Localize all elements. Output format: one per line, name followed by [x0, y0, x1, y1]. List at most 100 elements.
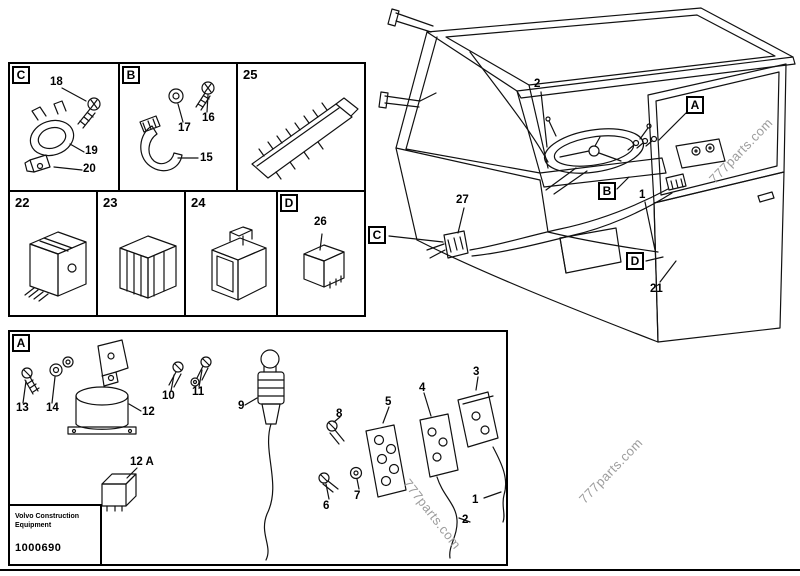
callout-4: 4 — [419, 382, 426, 394]
cab-body-drawing — [395, 147, 659, 343]
callout-2: 2 — [462, 514, 469, 526]
callout-18: 18 — [50, 76, 63, 88]
cab-section-label-c: C — [368, 226, 386, 244]
panel-d: D 26 — [276, 190, 366, 317]
bracket-12-drawing — [97, 339, 129, 387]
screw-11-drawing — [190, 356, 212, 387]
callout-13: 13 — [16, 402, 29, 414]
relay-26-drawing — [303, 244, 345, 289]
publisher-logo-box: Volvo Construction Equipment 1000690 — [10, 504, 102, 564]
cab-callout-1: 1 — [639, 189, 646, 201]
panel-number-25: 25 — [243, 67, 258, 82]
callout-5: 5 — [385, 396, 392, 408]
callout-12a: 12 A — [130, 456, 154, 468]
washer-7-drawing — [349, 466, 363, 480]
cab-callout-2: 2 — [534, 78, 541, 90]
cab-leader-lines — [388, 91, 690, 283]
panel-25: 25 — [236, 62, 366, 192]
callout-20: 20 — [83, 163, 96, 175]
brand-name-line2: Equipment — [15, 522, 52, 530]
wire-1-drawing — [492, 446, 506, 523]
callout-15: 15 — [200, 152, 213, 164]
connector-9-drawing — [257, 349, 285, 561]
dashboard-drawing — [539, 116, 667, 188]
relay-24-drawing — [211, 226, 267, 301]
callout-6: 6 — [323, 500, 330, 512]
clamp-15-drawing — [139, 115, 183, 172]
relay-12-drawing — [67, 386, 137, 435]
callout-7: 7 — [354, 490, 361, 502]
panel-24: 24 — [184, 190, 278, 317]
relay-24-illustration — [211, 226, 267, 301]
screw-16-drawing — [195, 81, 215, 111]
door-drawing — [647, 63, 787, 343]
callout-14: 14 — [46, 402, 59, 414]
relay-22-drawing — [24, 231, 87, 302]
callout-19: 19 — [85, 145, 98, 157]
brand-name-line1: Volvo Construction — [15, 513, 80, 520]
relay-22-illustration — [24, 231, 87, 302]
callout-17: 17 — [178, 122, 191, 134]
cab-section-label-a: A — [686, 96, 704, 114]
door-plug-drawing — [665, 173, 687, 191]
page-bottom-rule — [0, 569, 800, 571]
callout-12: 12 — [142, 406, 155, 418]
panel-section-label-b: B — [122, 66, 140, 84]
relay-kit-illustration — [21, 339, 506, 561]
connector-27-drawing — [426, 230, 469, 259]
cab-section-label-b: B — [598, 182, 616, 200]
callout-10: 10 — [162, 390, 175, 402]
panel-section-label-d: D — [280, 194, 298, 212]
relay-26-illustration — [303, 233, 345, 289]
callout-3: 3 — [473, 366, 480, 378]
plate-5-drawing — [365, 424, 407, 498]
screw-8-drawing — [326, 420, 345, 445]
relay-23-illustration — [119, 235, 177, 299]
leader-lines — [53, 87, 87, 171]
callout-26: 26 — [314, 216, 327, 228]
small-screws-drawing — [627, 135, 658, 151]
panel-number-23: 23 — [103, 195, 118, 210]
callout-1: 1 — [472, 494, 479, 506]
plate-4-drawing — [419, 413, 459, 478]
callout-9: 9 — [238, 400, 245, 412]
steering-wheel-drawing — [543, 128, 645, 195]
console-drawing — [675, 138, 726, 169]
panel-section-label-a: A — [12, 334, 30, 352]
terminal-block-drawing — [251, 97, 359, 180]
washer-14-drawing — [49, 356, 74, 377]
cab-wiring-drawing — [469, 188, 673, 257]
bracket-3-drawing — [457, 391, 499, 448]
cab-section-label-d: D — [626, 252, 644, 270]
mirror-brackets-drawing — [378, 8, 437, 109]
panel-b: B 17 16 15 — [118, 62, 238, 192]
panel-23: 23 — [96, 190, 186, 317]
screw-18-drawing — [77, 97, 101, 129]
relay-23-drawing — [119, 235, 177, 299]
panel-section-label-c: C — [12, 66, 30, 84]
document-number: 1000690 — [15, 542, 62, 555]
panel-c: C 18 — [8, 62, 120, 192]
leader-lines — [177, 94, 209, 159]
clamp-19-drawing — [29, 100, 75, 157]
screw-6-drawing — [318, 472, 339, 493]
panel-number-24: 24 — [191, 195, 206, 210]
terminal-block-illustration — [251, 97, 359, 180]
leader-lines — [22, 369, 502, 523]
leader-lines — [319, 233, 323, 251]
wire-2-drawing — [436, 476, 458, 559]
clamp-assembly-c-illustration — [24, 87, 101, 173]
panel-number-22: 22 — [15, 195, 30, 210]
cab-callout-21: 21 — [650, 283, 663, 295]
callout-8: 8 — [336, 408, 343, 420]
roof-drawing — [426, 7, 796, 99]
panel-22: 22 — [8, 190, 98, 317]
screw-10-drawing — [168, 361, 184, 388]
washer-17-drawing — [168, 88, 184, 104]
relay-12a-drawing — [101, 473, 137, 512]
windshield-pillars-drawing — [395, 31, 549, 181]
cab-callout-27: 27 — [456, 194, 469, 206]
panel-a: A — [8, 330, 508, 566]
